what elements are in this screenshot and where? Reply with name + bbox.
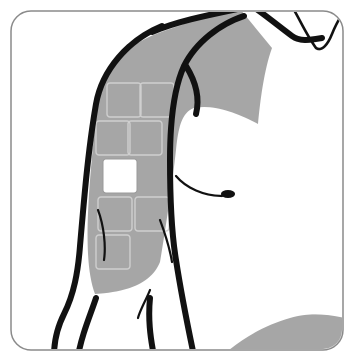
forearm-outline-left: [78, 298, 96, 356]
collar-right: [346, 34, 352, 40]
chest-line: [176, 176, 222, 196]
nipple-mark: [221, 190, 235, 198]
highlighted-injection-site: [103, 159, 137, 193]
shaded-arm-region: [88, 9, 272, 294]
forearm-outline: [149, 298, 154, 356]
collar-v: [294, 8, 346, 49]
